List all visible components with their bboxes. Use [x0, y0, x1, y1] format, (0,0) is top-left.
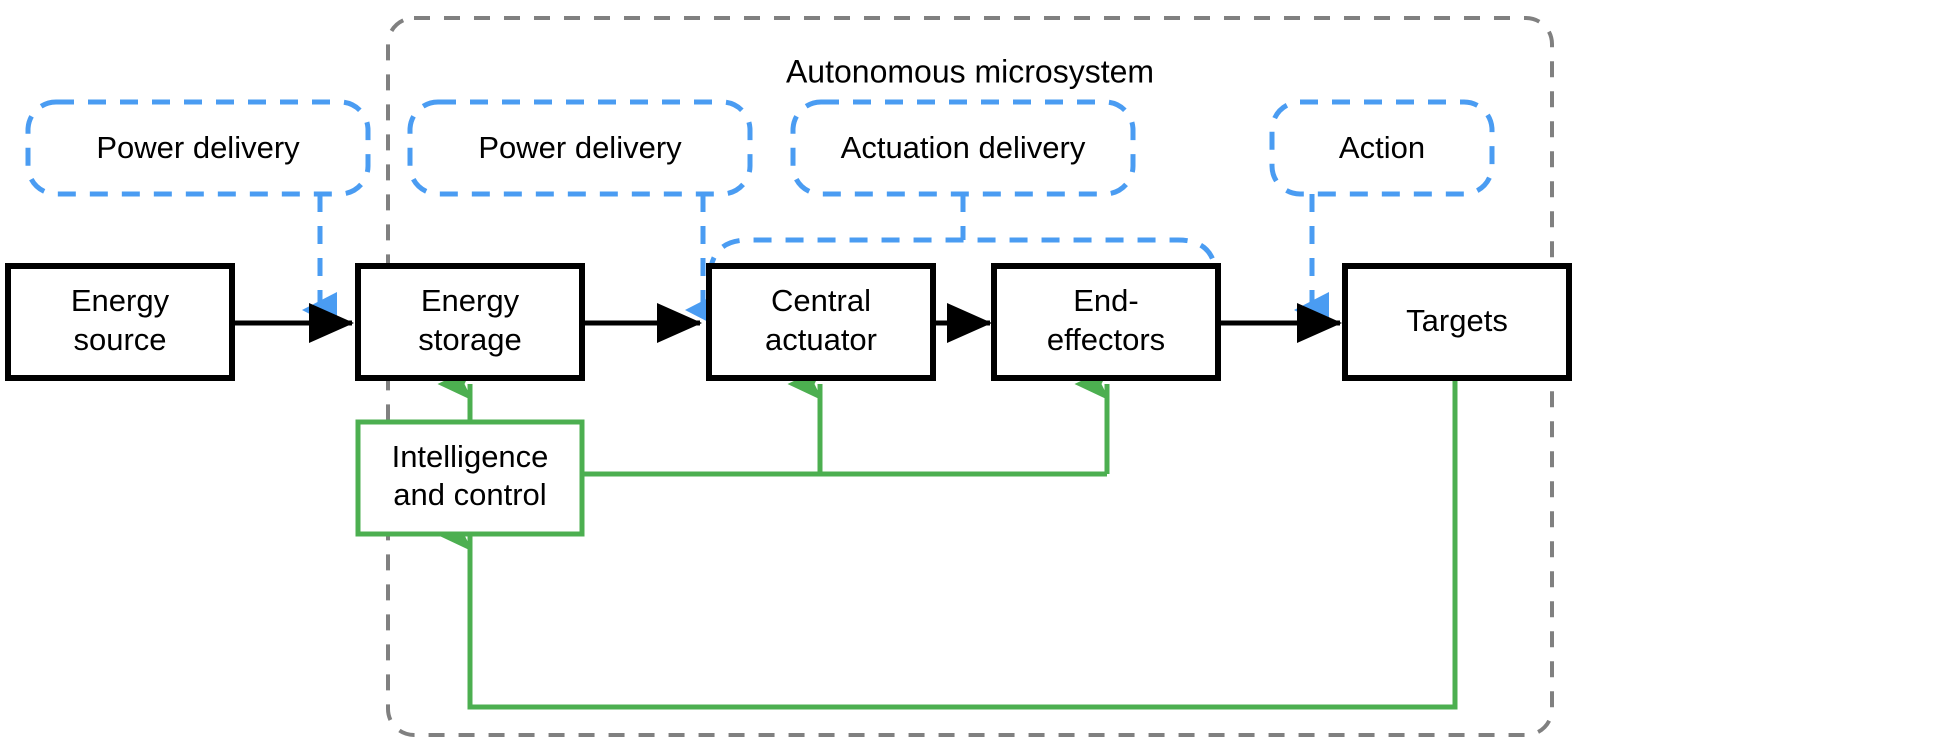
- annotation-label: Power delivery: [96, 130, 300, 165]
- block-label-line2: actuator: [765, 322, 877, 357]
- block-label-line1: Central: [771, 283, 871, 318]
- block-intelligence-and-control[interactable]: Intelligence and control: [355, 419, 585, 537]
- block-energy-storage[interactable]: Energy storage: [355, 263, 585, 381]
- block-label-line2: source: [73, 322, 166, 357]
- block-targets[interactable]: Targets: [1342, 263, 1572, 381]
- annotation-label: Action: [1339, 130, 1425, 165]
- block-energy-source[interactable]: Energy source: [5, 263, 235, 381]
- block-label-line1: Energy: [421, 283, 520, 318]
- annotation-power-delivery-2: Power delivery: [407, 99, 753, 329]
- block-label-line2: storage: [418, 322, 521, 357]
- control-block-label-line2: and control: [393, 477, 546, 512]
- block-end-effectors[interactable]: End- effectors: [991, 263, 1221, 381]
- block-label-line2: effectors: [1047, 322, 1165, 357]
- container-title: Autonomous microsystem: [786, 53, 1154, 89]
- annotation-label: Power delivery: [478, 130, 682, 165]
- annotation-power-delivery-1: Power delivery: [25, 99, 371, 329]
- control-block-label-line1: Intelligence: [392, 439, 549, 474]
- feedback-line-targets-to-control: [437, 380, 1458, 710]
- block-central-actuator[interactable]: Central actuator: [706, 263, 936, 381]
- block-label-line1: End-: [1073, 283, 1138, 318]
- annotation-label: Actuation delivery: [841, 130, 1086, 165]
- annotation-action: Action: [1269, 99, 1495, 329]
- control-signal-lines: [437, 367, 1458, 710]
- annotation-actuation-delivery: Actuation delivery: [707, 99, 1219, 276]
- block-label-line1: Targets: [1406, 303, 1508, 338]
- block-label-line1: Energy: [71, 283, 170, 318]
